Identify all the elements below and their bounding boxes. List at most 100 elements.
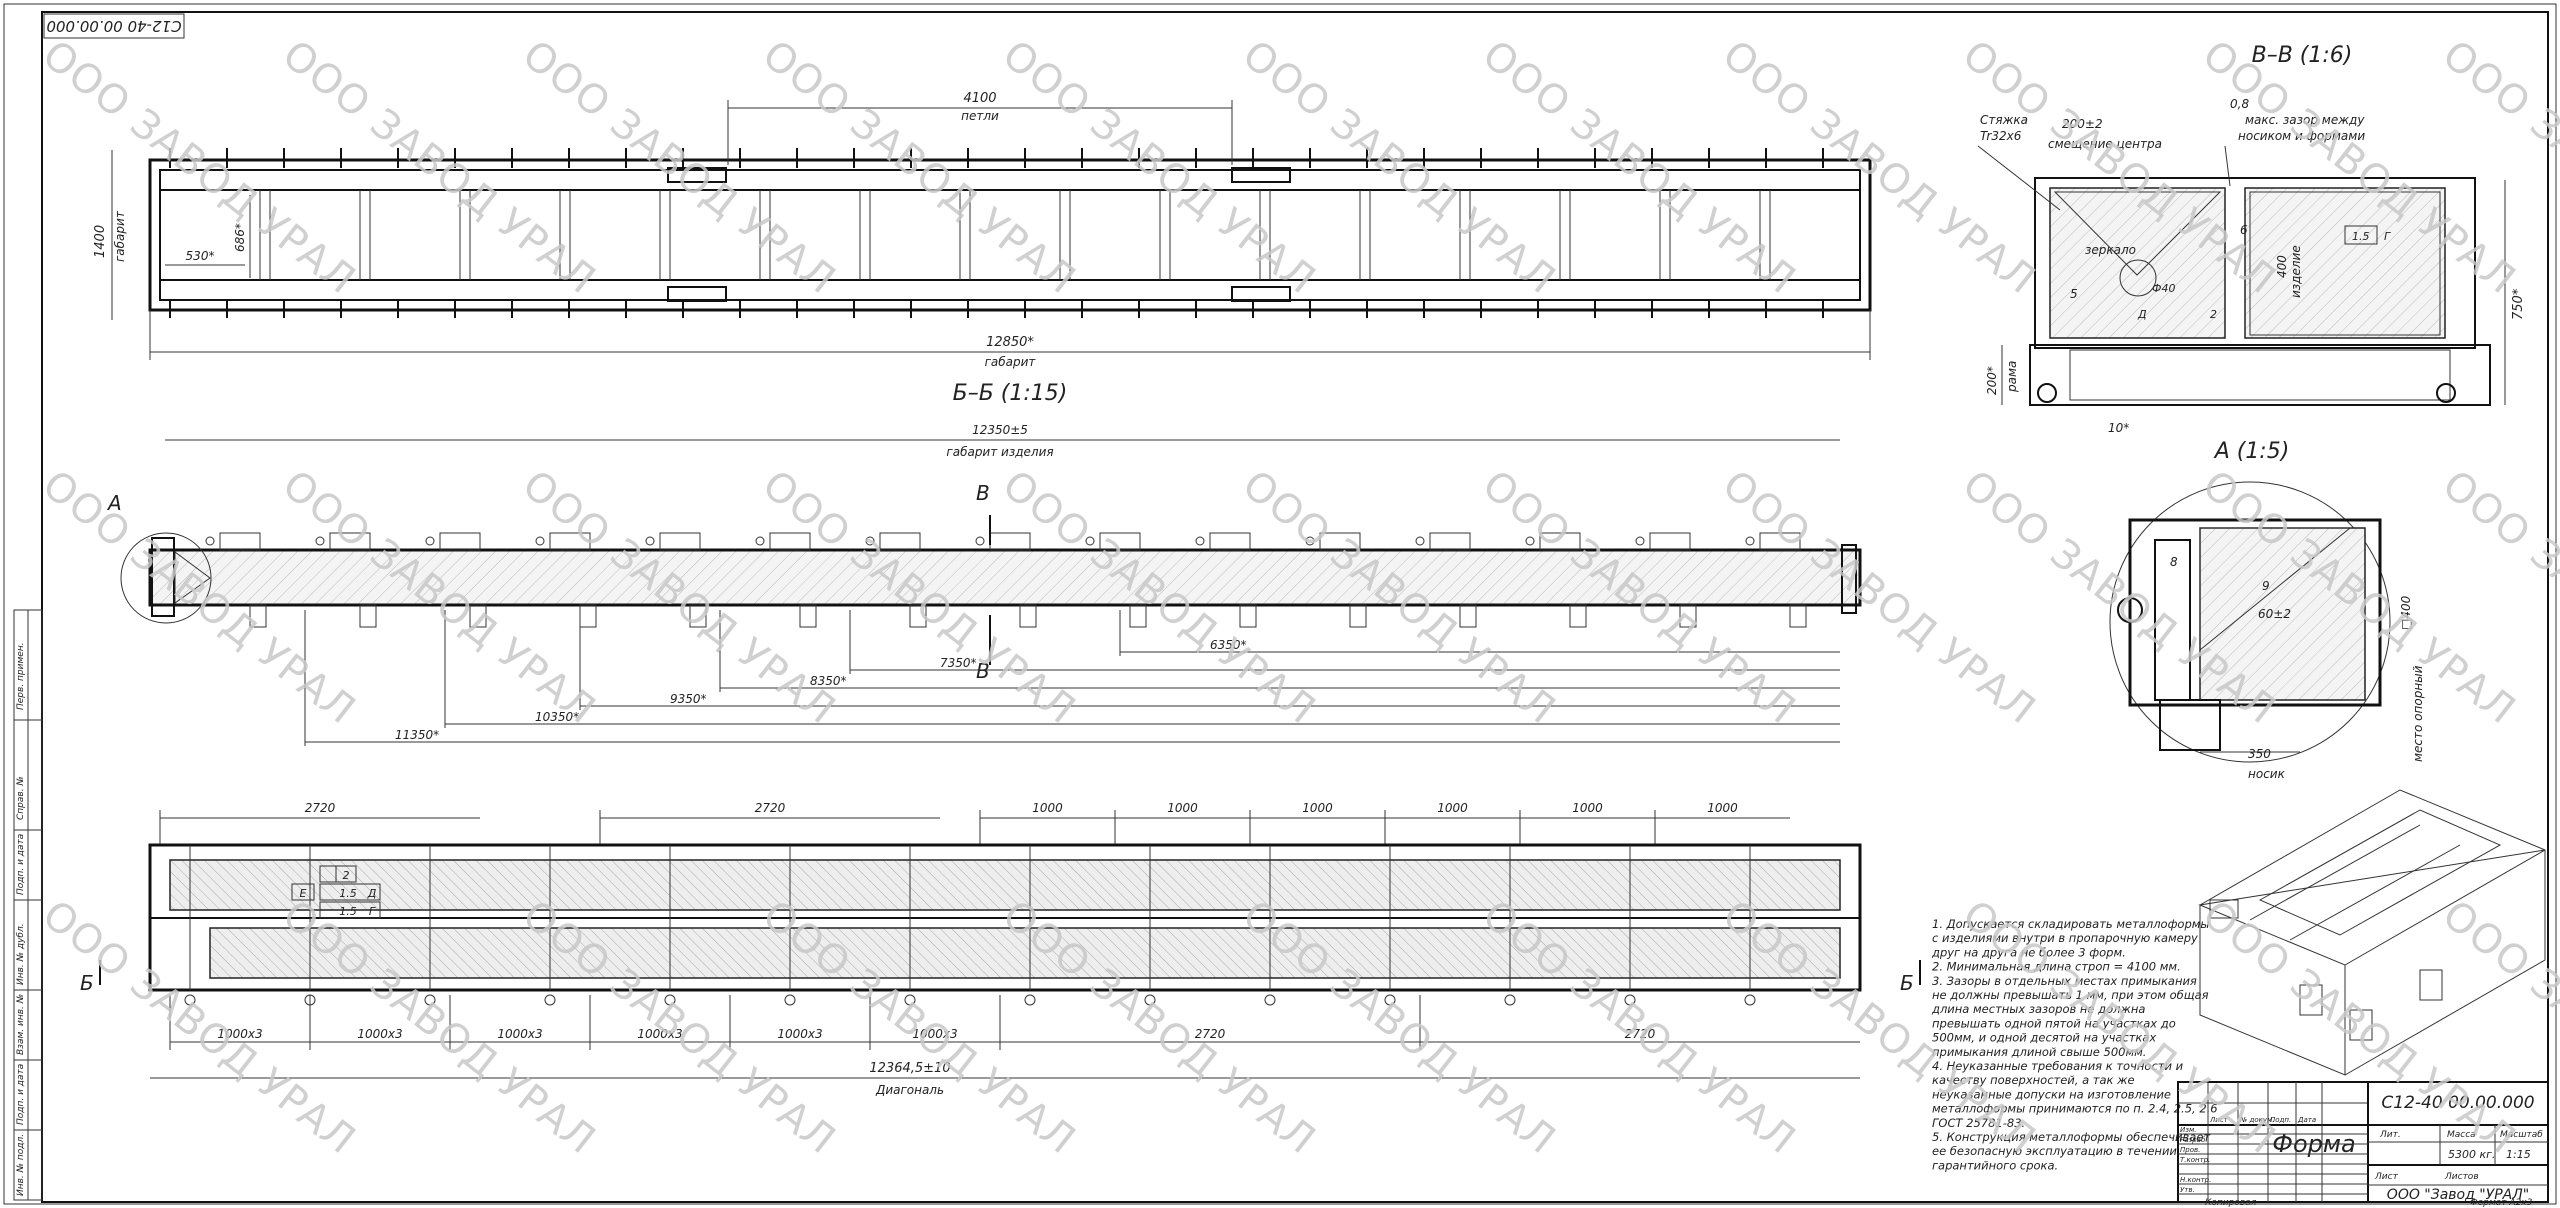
dim-total: 12850* — [986, 335, 1034, 350]
vv-stud-size: Tr32х6 — [1980, 129, 2022, 143]
tol-1-5-d: 1.5 — [339, 887, 357, 900]
bv-bolt — [664, 994, 676, 1006]
bv-top-dim-label: 1000 — [1032, 801, 1063, 815]
vv-shift: 200±2 — [2062, 117, 2103, 131]
tb-row-label: Утв. — [2180, 1186, 2195, 1194]
dim-product-label: габарит изделия — [946, 445, 1053, 459]
detail-a-dim-60: 60±2 — [2258, 607, 2291, 621]
stamp-podp2: Подп. и дата — [16, 1064, 26, 1125]
bottom-view-ribs — [184, 845, 1756, 1006]
top-lug — [329, 532, 371, 551]
note-line: превышать одной пятой на участках до — [1932, 1016, 2176, 1030]
top-lug — [989, 532, 1031, 551]
note-line: примыкания длиной свыше 500мм. — [1932, 1045, 2146, 1059]
vv-dim-200: 200* — [1985, 366, 1999, 395]
bottom-lug — [1569, 604, 1587, 628]
outer-frame — [3, 3, 2557, 1205]
lug-bolt — [205, 536, 215, 546]
top-lug — [1319, 532, 1361, 551]
section-bb-dims: 6350*7350*8350*9350*10350*11350* — [304, 610, 1840, 746]
section-bb: Б–Б (1:15) 12350±5 габарит изделия А В В… — [106, 381, 1862, 746]
lug-bolt — [1305, 536, 1315, 546]
bottom-lug — [469, 604, 487, 628]
lug-bolt — [975, 536, 985, 546]
bv-bolt — [1024, 994, 1036, 1006]
bb-dim-label: 6350* — [1210, 638, 1247, 652]
note-line: гарантийного срока. — [1932, 1158, 2058, 1172]
note-line: ГОСТ 25781-83. — [1932, 1116, 2025, 1130]
stamp-inv-podl: Инв. № подл. — [16, 1134, 26, 1196]
vv-gap: 0,8 — [2230, 97, 2249, 111]
title-mass-label: Масса — [2447, 1130, 2476, 1140]
side-stamp: Перв. примен. Справ. № Подп. и дата Инв.… — [13, 609, 43, 1201]
detail-a-circle — [120, 532, 212, 624]
lug-bolt — [1745, 536, 1755, 546]
top-lug — [879, 532, 921, 551]
lug-bolt — [425, 536, 435, 546]
detail-a-nose: носик — [2248, 767, 2286, 781]
detail-a-support: место опорный — [2411, 665, 2425, 762]
tol-g: Г — [369, 905, 376, 918]
bv-top-dim-label: 1000 — [1437, 801, 1468, 815]
title-sheets-label: Листов — [2444, 1172, 2479, 1182]
marker-b-left: Б — [80, 971, 94, 995]
lug-bolt — [645, 536, 655, 546]
bottom-lug — [1789, 604, 1807, 628]
detail-a-dim-350: 350 — [2248, 747, 2271, 761]
stamp-vzam: Взам. инв. № — [16, 994, 26, 1055]
format-label: Формат А2х3 — [2470, 1198, 2533, 1208]
lug-bolt — [1195, 536, 1205, 546]
vv-stud: Стяжка — [1980, 113, 2028, 127]
top-lug — [439, 532, 481, 551]
bv-bot-dim-label: 1000х3 — [777, 1027, 822, 1041]
vv-dim-750: 750* — [2511, 288, 2526, 320]
bottom-lug — [1349, 604, 1367, 628]
bv-bolt — [424, 994, 436, 1006]
stamp-podp1: Подп. и дата — [16, 834, 26, 895]
bottom-lug — [579, 604, 597, 628]
bv-bot-dim-label: 2720 — [1625, 1027, 1656, 1041]
vv-mirror: зеркало — [2085, 243, 2136, 257]
note-line: с изделиями внутри в пропарочную камеру — [1932, 931, 2198, 945]
top-lug — [219, 532, 261, 551]
stamp-perv: Перв. примен. — [16, 642, 26, 710]
tb-row-label: Н.контр. — [2180, 1176, 2211, 1184]
title-lit-label: Лит. — [2379, 1130, 2401, 1140]
bottom-lug — [1019, 604, 1037, 628]
marker-v-top: В — [976, 481, 990, 505]
note-line: 2. Минимальная длина строп = 4100 мм. — [1932, 960, 2181, 974]
bv-top-dim-label: 1000 — [1572, 801, 1603, 815]
vv-hole — [2119, 259, 2157, 297]
vv-dim-400: 400 — [2275, 255, 2289, 278]
tol-e: Е — [300, 887, 307, 900]
bb-dim-label: 7350* — [940, 656, 977, 670]
dim-diagonal: 12364,5±10 — [869, 1061, 950, 1076]
vv-dim-10: 10* — [2108, 421, 2129, 435]
lug-bolt — [315, 536, 325, 546]
top-lug — [1209, 532, 1251, 551]
stamp-inv-dubl: Инв. № дубл. — [16, 923, 26, 985]
vv-tol-1-5: 1.5 — [2352, 230, 2370, 243]
bottom-lug — [249, 604, 267, 628]
section-bb-lugs — [205, 532, 1807, 628]
lug-bolt — [1525, 536, 1535, 546]
vv-gap-label-2: носиком и формами — [2238, 129, 2365, 143]
tb-row-label: Разраб. — [2180, 1136, 2208, 1144]
tb-col-label: Лист — [2209, 1116, 2229, 1124]
copied-label: Копировал — [2205, 1198, 2257, 1208]
tb-row-label: Изм. — [2180, 1126, 2196, 1134]
note-line: не должны превышать 1 мм, при этом общая — [1932, 988, 2209, 1002]
note-line: 3. Зазоры в отдельных местах примыкания — [1932, 974, 2197, 988]
bb-dim-label: 11350* — [395, 728, 439, 742]
title-designation: С12-40 00.00.000 — [2381, 1093, 2534, 1113]
section-vv-title: В–В (1:6) — [2252, 43, 2353, 68]
vv-dim-5: 5 — [2070, 287, 2078, 301]
bottom-lug — [1129, 604, 1147, 628]
note-line: 5. Конструкция металлоформы обеспечивает — [1932, 1130, 2210, 1144]
bottom-lug — [689, 604, 707, 628]
code-box-rotated: С12-40 00.00.000 — [43, 13, 185, 39]
detail-a-dim-8: 8 — [2170, 555, 2178, 569]
title-scale: 1:15 — [2506, 1148, 2531, 1161]
